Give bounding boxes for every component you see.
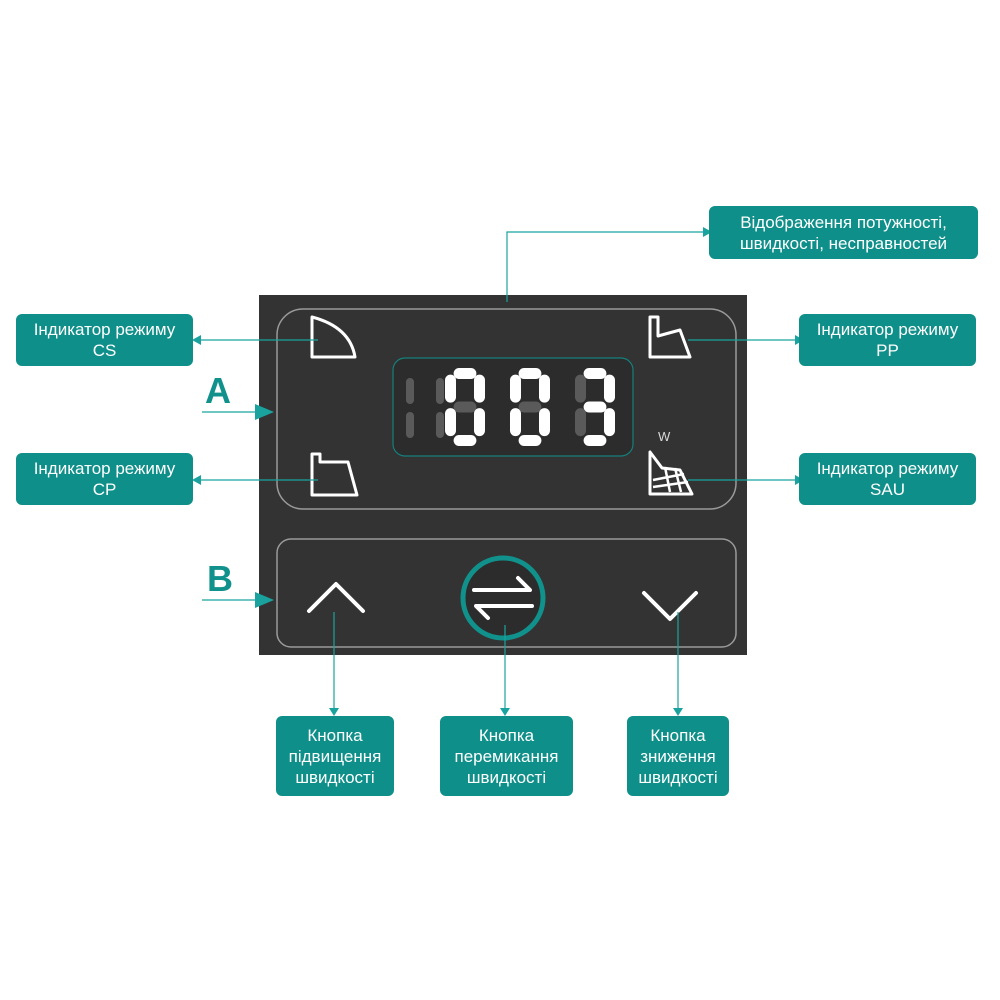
swap-arrows-icon (472, 576, 534, 620)
sau-mode-icon (648, 450, 694, 496)
section-b-frame (276, 538, 737, 648)
digit-segment (510, 374, 521, 403)
speed-switch-callout: Кнопка перемикання швидкості (440, 716, 573, 796)
digit-segment (453, 368, 477, 379)
cp-mode-callout: Індикатор режиму CP (16, 453, 193, 505)
pp-mode-icon (648, 315, 692, 359)
digit-segment (453, 401, 477, 413)
digit-segment (445, 374, 456, 403)
digit-segment (453, 435, 477, 446)
digit-segment (604, 408, 615, 437)
leader-arrowheads (192, 227, 804, 716)
speed-down-button[interactable] (628, 565, 718, 635)
pp-mode-callout: Індикатор режиму PP (799, 314, 976, 366)
digit-segment (445, 408, 456, 437)
chevron-up-icon (307, 582, 365, 613)
cs-mode-callout: Індикатор режиму CS (16, 314, 193, 366)
digit-segment (583, 401, 607, 413)
speed-up-button[interactable] (290, 565, 380, 635)
digit-display (406, 368, 615, 446)
display-callout: Відображення потужності, швидкості, несп… (709, 206, 978, 259)
digit-segment (575, 408, 586, 437)
digit-segment (583, 368, 607, 379)
digit-segment (518, 401, 542, 413)
section-a-label: A (205, 370, 231, 411)
digit-segment (518, 435, 542, 446)
speed-down-callout: Кнопка зниження швидкості (627, 716, 729, 796)
cs-mode-icon (310, 315, 357, 359)
speed-up-callout: Кнопка підвищення швидкості (276, 716, 394, 796)
digit-segment (583, 435, 607, 446)
digit-segment (575, 374, 586, 403)
digit-segment (604, 374, 615, 403)
leader-lines (201, 231, 795, 708)
digit-segment (539, 374, 550, 403)
unit-label: W (658, 429, 671, 444)
digit-segment (539, 408, 550, 437)
cp-mode-icon (310, 452, 359, 497)
chevron-down-icon (642, 591, 698, 621)
sau-mode-callout: Індикатор режиму SAU (799, 453, 976, 505)
digit-segment (518, 368, 542, 379)
digit-segment (474, 408, 485, 437)
speed-switch-button[interactable] (460, 555, 546, 641)
section-b-label: B (207, 558, 233, 599)
digit-segment (510, 408, 521, 437)
section-a-frame (276, 308, 737, 510)
digit-segment (474, 374, 485, 403)
